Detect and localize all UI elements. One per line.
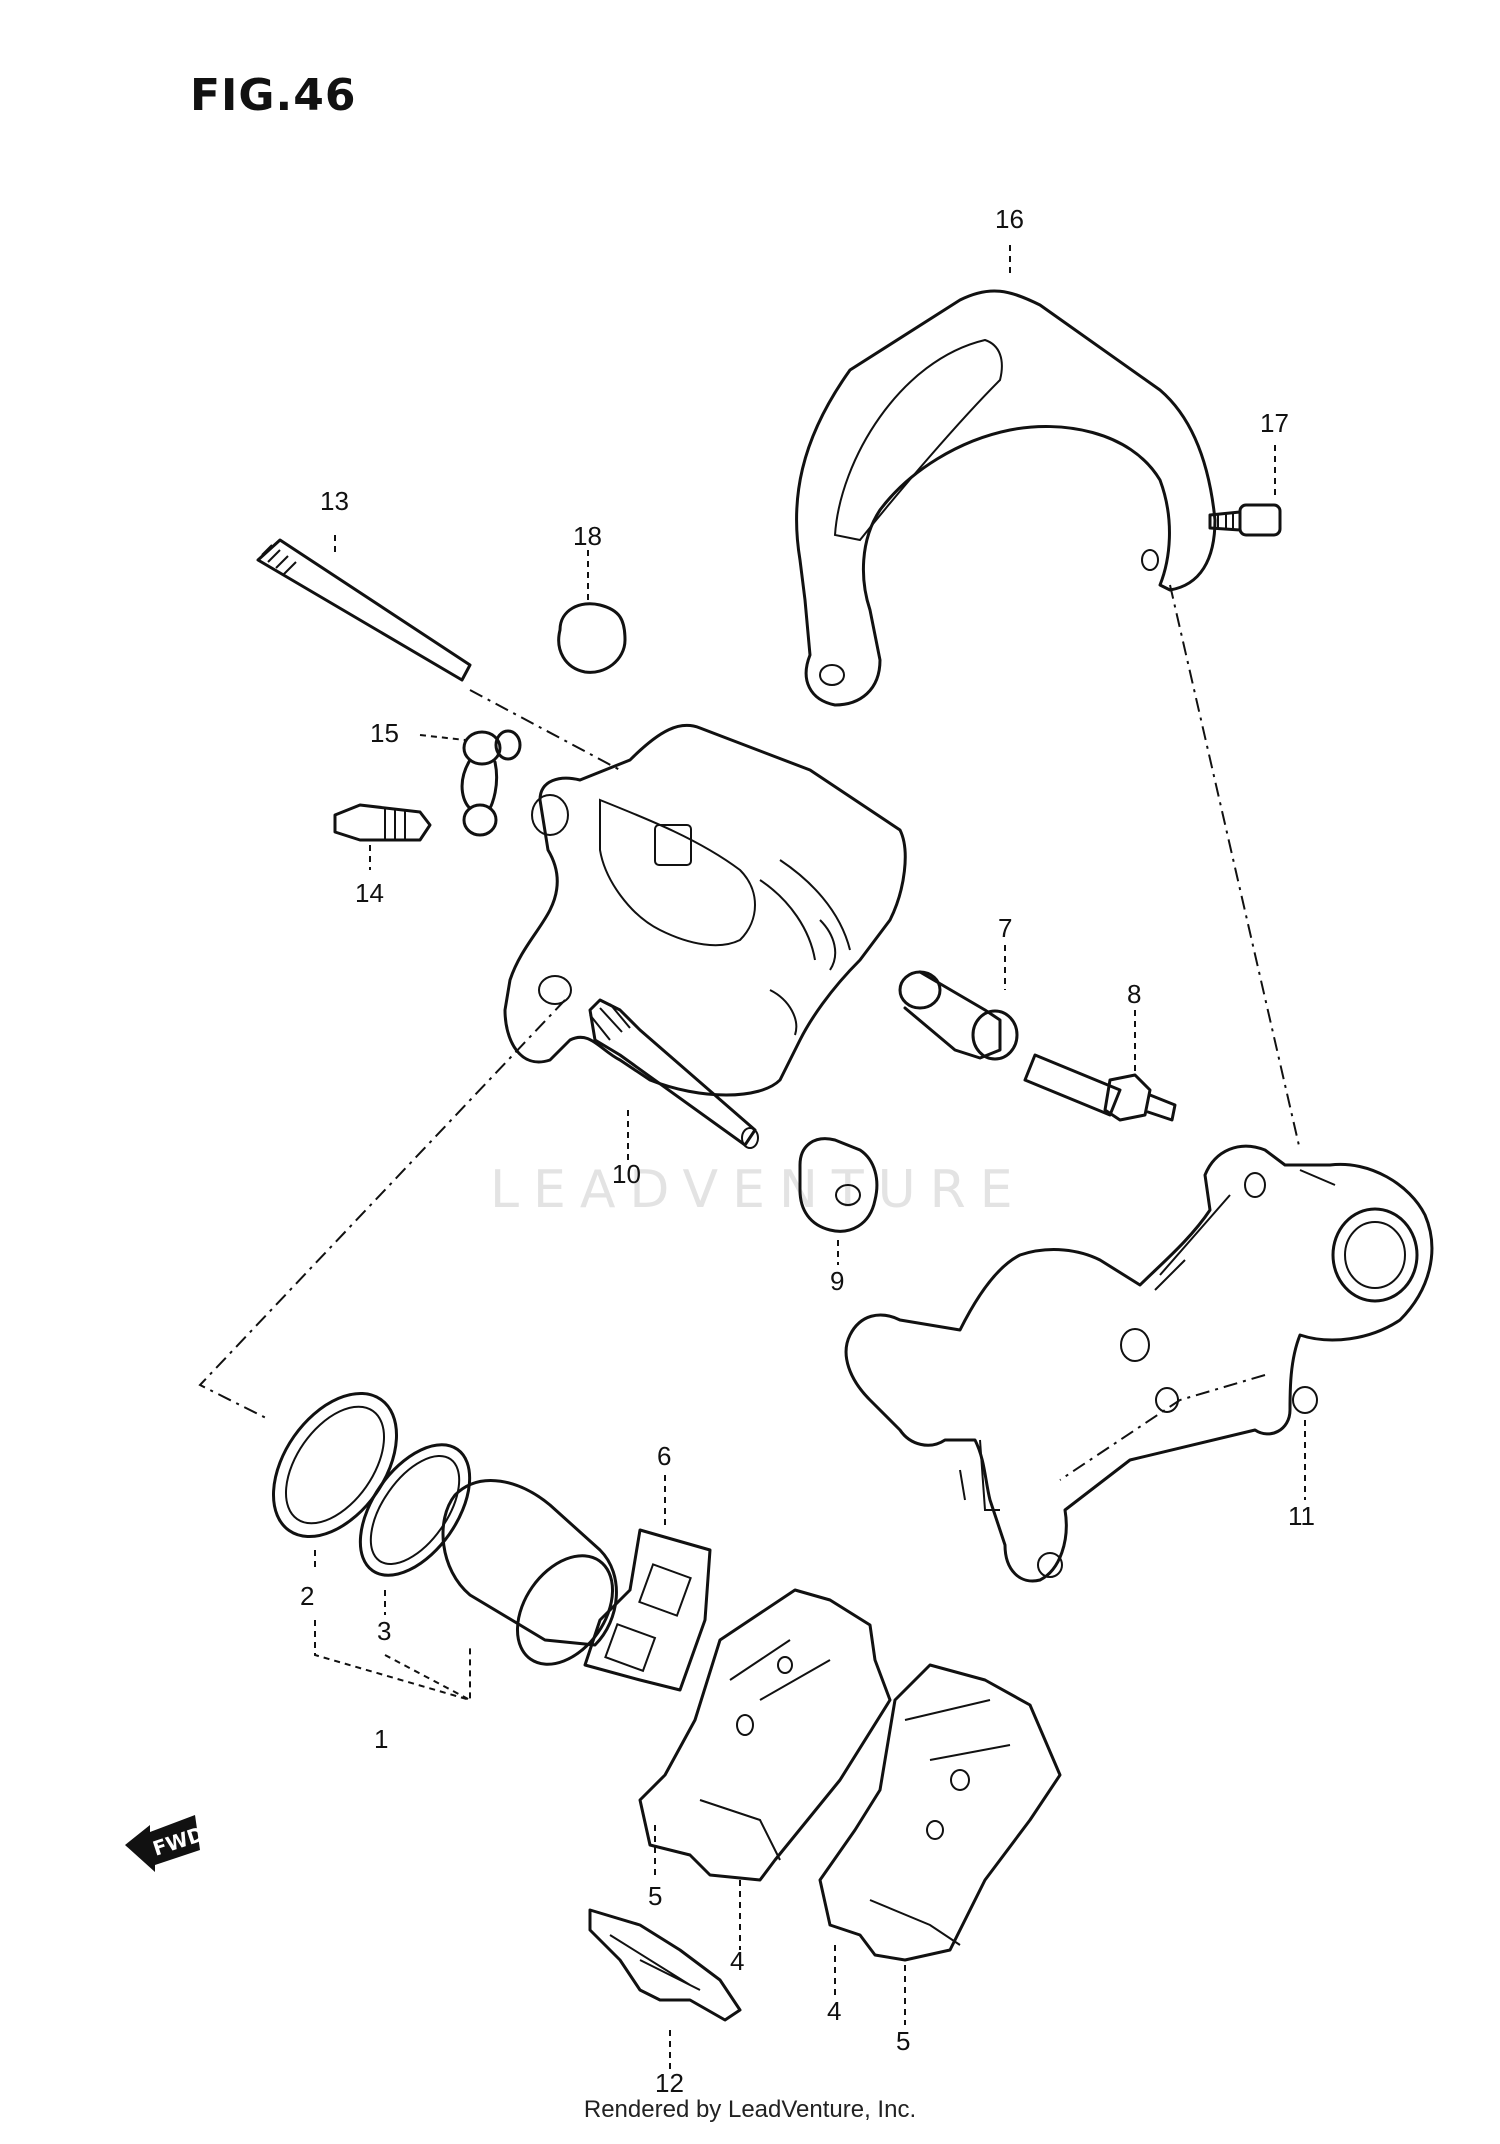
- pad-set-front: [818, 1663, 1062, 1962]
- callout-4a: 4: [730, 1946, 744, 1976]
- part-6-shim: [583, 1528, 712, 1692]
- watermark: LEADVENTURE: [490, 1160, 1027, 1220]
- part-13-pin: [256, 538, 472, 682]
- fwd-arrow-icon: FWD: [125, 1815, 207, 1872]
- callout-11: 11: [1288, 1501, 1315, 1531]
- pad-set-rear: [638, 1588, 892, 1882]
- callout-6: 6: [657, 1441, 671, 1471]
- part-8-bolt: [1023, 1053, 1177, 1122]
- callout-5a: 5: [648, 1881, 662, 1911]
- callout-14: 14: [355, 878, 384, 908]
- callout-2: 2: [300, 1581, 314, 1611]
- callout-15: 15: [370, 718, 399, 748]
- part-3-seal: [358, 1443, 472, 1577]
- part-1-piston: [441, 1479, 618, 1666]
- callout-labels: 1 2 3 4 4 5 5 6 7 8 9 10 11 12 13 14 15 …: [300, 204, 1315, 2098]
- part-15-strap: [460, 729, 522, 837]
- callout-4b: 4: [827, 1996, 841, 2026]
- part-10-slide-pin: [588, 998, 759, 1149]
- callout-16: 16: [995, 204, 1024, 234]
- part-12-shim: [588, 1908, 742, 2022]
- leader-lines: [314, 245, 1306, 2070]
- part-16-bracket: [795, 289, 1217, 707]
- figure-title: FIG.46: [190, 70, 357, 121]
- part-7-collar: [898, 970, 1019, 1061]
- callout-7: 7: [998, 913, 1012, 943]
- assembly-lines: [198, 584, 1301, 1481]
- part-9-boot: [798, 1137, 879, 1233]
- part-2-seal: [271, 1391, 399, 1539]
- callout-8: 8: [1127, 979, 1141, 1009]
- callout-17: 17: [1260, 408, 1289, 438]
- callout-5b: 5: [896, 2026, 910, 2056]
- callout-18: 18: [573, 521, 602, 551]
- footer-credit: Rendered by LeadVenture, Inc.: [583, 2096, 917, 2123]
- callout-3: 3: [377, 1616, 391, 1646]
- part-18-cap: [557, 602, 627, 674]
- caliper-body: [503, 723, 907, 1097]
- part-11-caliper-bracket: [844, 1144, 1434, 1583]
- part-14-bleeder: [333, 803, 432, 842]
- callout-13: 13: [320, 486, 349, 516]
- callout-10: 10: [612, 1159, 641, 1189]
- part-17-bolt: [1208, 503, 1282, 537]
- callout-1: 1: [374, 1724, 388, 1754]
- callout-9: 9: [830, 1266, 844, 1296]
- callout-12: 12: [655, 2068, 684, 2098]
